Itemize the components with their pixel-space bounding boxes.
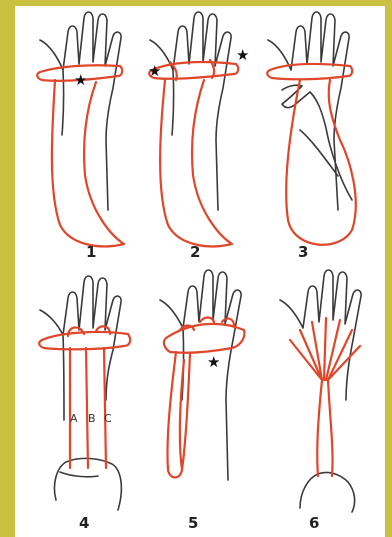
step-6-string <box>290 318 360 476</box>
step-5-star-marker: ★ <box>207 353 220 371</box>
step-4-label-a: A <box>70 412 78 425</box>
step-6-lower-hand <box>300 472 355 512</box>
step-4-number: 4 <box>79 514 89 532</box>
step-2-star-marker-right: ★ <box>236 46 249 64</box>
step-5-number: 5 <box>188 514 198 532</box>
step-6-panel: 6 <box>280 270 361 532</box>
step-6-number: 6 <box>309 514 319 532</box>
step-4-label-b: B <box>88 412 96 425</box>
step-1-panel: ★ 1 <box>37 12 124 261</box>
step-4-label-c: C <box>104 412 112 425</box>
step-5-panel: ★ 5 <box>160 270 244 532</box>
step-2-star-marker-left: ★ <box>148 62 161 80</box>
step-1-star-marker: ★ <box>74 71 87 89</box>
step-3-string <box>267 64 356 245</box>
step-4-panel: A B C 4 <box>39 276 130 532</box>
step-2-string <box>149 60 238 246</box>
step-2-number: 2 <box>190 243 200 261</box>
step-4-string <box>39 326 130 468</box>
step-2-panel: ★ ★ 2 <box>148 12 249 261</box>
step-1-string <box>37 65 124 246</box>
step-3-hand <box>268 12 349 210</box>
step-3-number: 3 <box>298 243 308 261</box>
step-1-number: 1 <box>86 243 96 261</box>
step-3-panel: 3 <box>267 12 356 261</box>
